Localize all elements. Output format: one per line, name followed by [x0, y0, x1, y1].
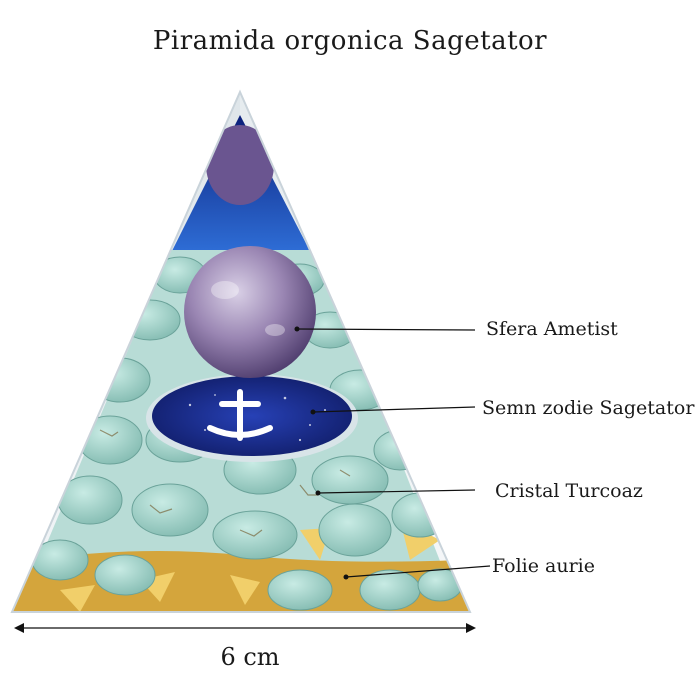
label-sphere: Sfera Ametist [486, 318, 618, 340]
zodiac-disc [152, 376, 352, 456]
amethyst-sphere [184, 246, 316, 378]
callout-line-foil [345, 565, 491, 578]
callout-line-sphere [296, 328, 476, 331]
callout-line-crystal [317, 489, 476, 494]
dimension-arrow [14, 623, 476, 633]
callout-line-zodiac [312, 406, 476, 413]
page-title: Piramida orgonica Sagetator [152, 26, 548, 56]
label-foil: Folie aurie [492, 555, 595, 577]
amethyst-tip [206, 125, 274, 205]
dimension-label: 6 cm [220, 643, 280, 671]
label-crystal: Cristal Turcoaz [495, 480, 643, 502]
label-zodiac: Semn zodie Sagetator [482, 397, 695, 419]
stone-veins [99, 429, 351, 537]
callout-dots [294, 326, 349, 580]
callout-lines [296, 328, 491, 578]
disc-stars [188, 394, 326, 442]
pyramid-outline [10, 89, 472, 613]
sphere-highlights [211, 281, 285, 336]
sagittarius-arrow-icon [207, 389, 273, 441]
